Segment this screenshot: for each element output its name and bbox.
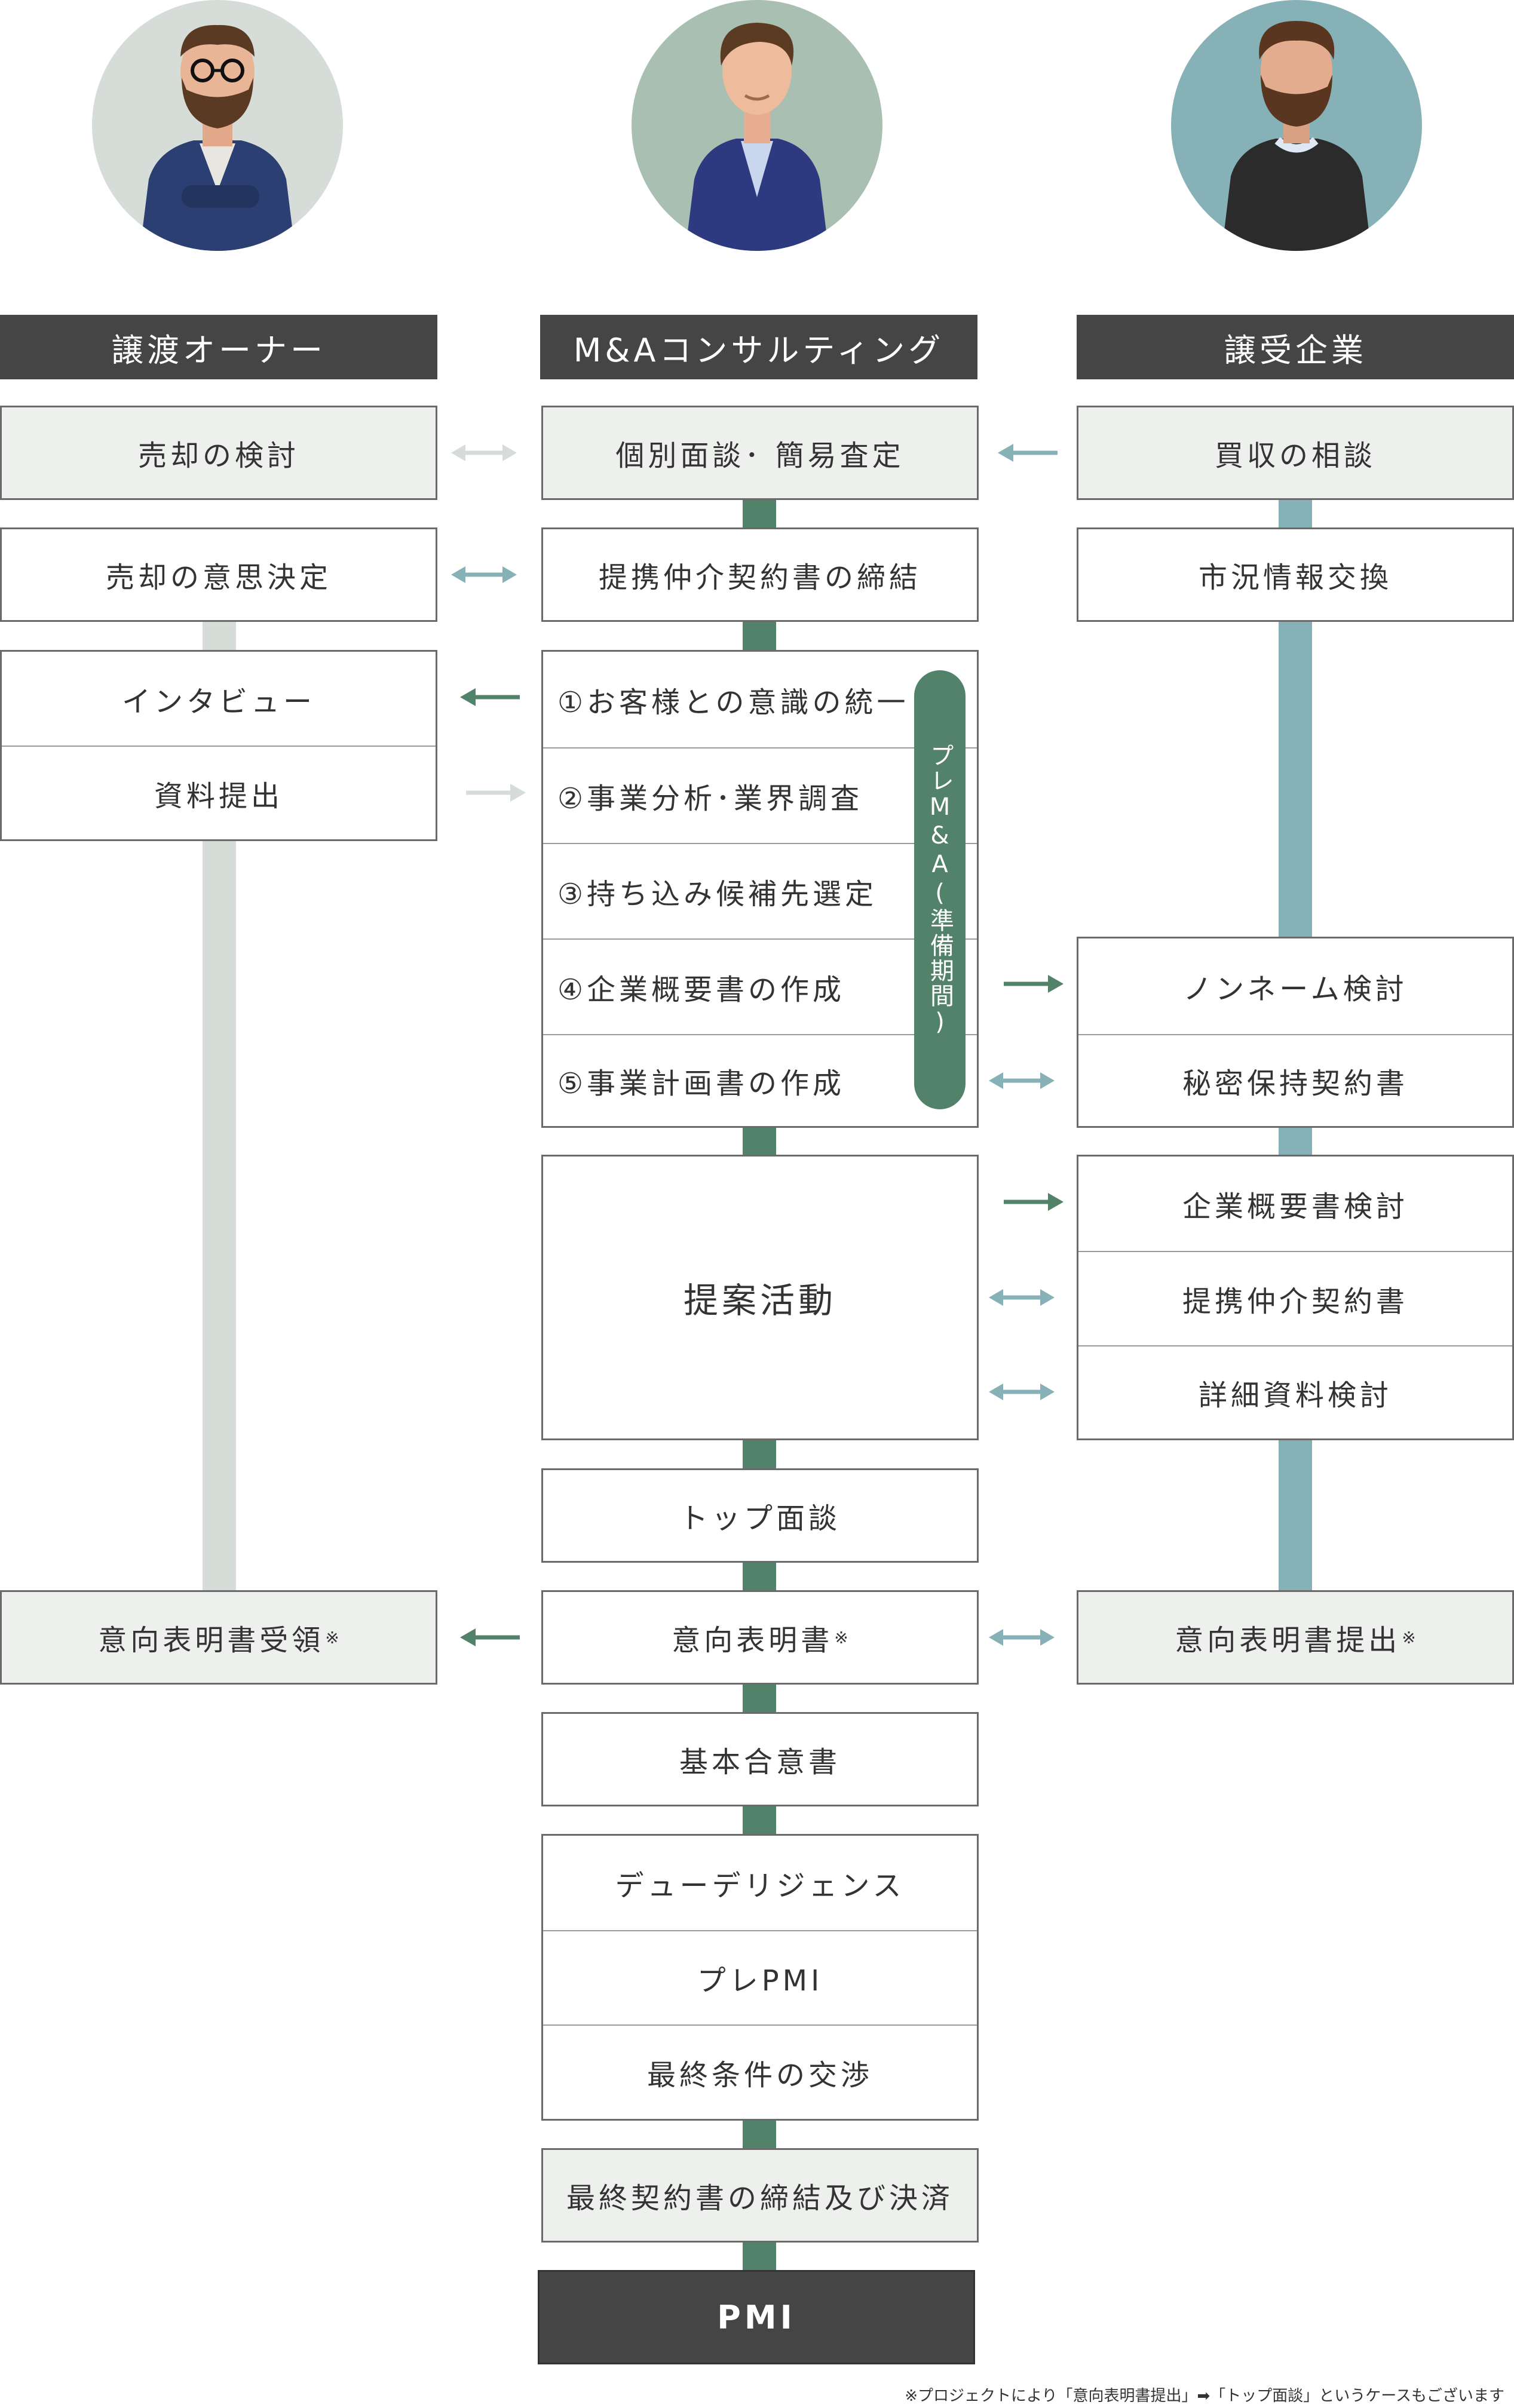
buyer-header: 譲受企業: [1077, 315, 1514, 379]
dd-step-pre-pmi: プレPMI: [543, 1930, 977, 2024]
buyer-step-nda: 秘密保持契約書: [1078, 1034, 1512, 1126]
right-arrow-icon: [1004, 975, 1064, 993]
pre-ma-step-4: ④企業概要書の作成: [543, 938, 977, 1034]
left-arrow-icon: [998, 444, 1058, 462]
double-arrow-icon: [989, 1629, 1055, 1646]
consultant-step-top-meeting: トップ面談: [541, 1468, 979, 1563]
consultant-step-basic-agreement: 基本合意書: [541, 1712, 979, 1806]
buyer-step-market-info: 市況情報交換: [1077, 527, 1514, 622]
buyer-avatar: [1171, 0, 1422, 251]
pre-ma-steps-group: ①お客様との意識の統一 ②事業分析･業界調査 ③持ち込み候補先選定 ④企業概要書…: [541, 650, 979, 1128]
consultant-header: M&Aコンサルティング: [540, 315, 977, 379]
buyer-step-loi-submit: 意向表明書提出※: [1077, 1590, 1514, 1685]
pre-ma-step-2: ②事業分析･業界調査: [543, 747, 977, 843]
owner-step-interview: インタビュー: [121, 685, 315, 719]
consultant-step-final-contract: 最終契約書の締結及び決済: [541, 2148, 979, 2243]
double-arrow-icon: [989, 1072, 1055, 1089]
footnote: ※プロジェクトにより「意向表明書提出」➡「トップ面談」というケースもございます: [905, 2387, 1504, 2405]
consultant-loi-label: 意向表明書: [672, 1624, 833, 1657]
buyer-step-profile-review: 企業概要書検討: [1182, 1190, 1408, 1223]
buyer-step-acquisition-consultation: 買収の相談: [1077, 406, 1514, 500]
buyer-step-agency-contract: 提携仲介契約書: [1078, 1251, 1512, 1345]
bearded-man-sweater-avatar-icon: [1171, 0, 1422, 251]
owner-header: 譲渡オーナー: [0, 315, 437, 379]
dd-step-final-negotiation: 最終条件の交渉: [543, 2024, 977, 2119]
buyer-step-noname: ノンネーム検討: [1183, 973, 1408, 1006]
consultant-step-pmi: PMI: [538, 2270, 975, 2364]
consultant-step-interview-valuation: 個別面談･ 簡易査定: [541, 406, 979, 500]
owner-step-materials: 資料提出: [2, 746, 436, 839]
consultant-step-loi: 意向表明書※: [541, 1590, 979, 1685]
consultant-step-agency-contract: 提携仲介契約書の締結: [541, 527, 979, 622]
pre-ma-step-3: ③持ち込み候補先選定: [543, 843, 977, 938]
owner-interview-group: インタビュー 資料提出: [0, 650, 437, 841]
consultant-loi-mark: ※: [834, 1627, 848, 1648]
owner-step-sale-decision: 売却の意思決定: [0, 527, 437, 622]
buyer-loi-submit-label: 意向表明書提出: [1175, 1624, 1401, 1657]
left-arrow-icon: [460, 688, 520, 706]
double-arrow-icon: [451, 444, 517, 461]
double-arrow-icon: [989, 1289, 1055, 1306]
buyer-step-detail-review: 詳細資料検討: [1078, 1345, 1512, 1438]
right-arrow-icon: [466, 784, 526, 802]
due-diligence-group: デューデリジェンス プレPMI 最終条件の交渉: [541, 1834, 979, 2121]
owner-avatar: [92, 0, 343, 251]
pre-ma-period-badge: プレM&A(準備期間): [914, 670, 966, 1109]
double-arrow-icon: [451, 566, 517, 583]
buyer-loi-submit-mark: ※: [1402, 1627, 1416, 1648]
buyer-noname-group: ノンネーム検討 秘密保持契約書: [1077, 937, 1514, 1128]
pre-ma-step-5: ⑤事業計画書の作成: [543, 1034, 977, 1126]
owner-loi-received-mark: ※: [325, 1627, 339, 1648]
buyer-review-group: 企業概要書検討 提携仲介契約書 詳細資料検討: [1077, 1155, 1514, 1440]
owner-loi-received-label: 意向表明書受領: [98, 1624, 324, 1657]
owner-step-loi-received: 意向表明書受領※: [0, 1590, 437, 1685]
pre-ma-step-1: ①お客様との意識の統一: [557, 686, 909, 719]
consultant-step-proposal: 提案活動: [541, 1155, 979, 1440]
consultant-man-avatar-icon: [632, 0, 882, 251]
left-arrow-icon: [460, 1628, 520, 1646]
owner-step-sale-consideration: 売却の検討: [0, 406, 437, 500]
bearded-man-glasses-avatar-icon: [92, 0, 343, 251]
dd-step-due-diligence: デューデリジェンス: [615, 1869, 905, 1903]
consultant-avatar: [632, 0, 882, 251]
right-arrow-icon: [1004, 1193, 1064, 1211]
double-arrow-icon: [989, 1384, 1055, 1400]
